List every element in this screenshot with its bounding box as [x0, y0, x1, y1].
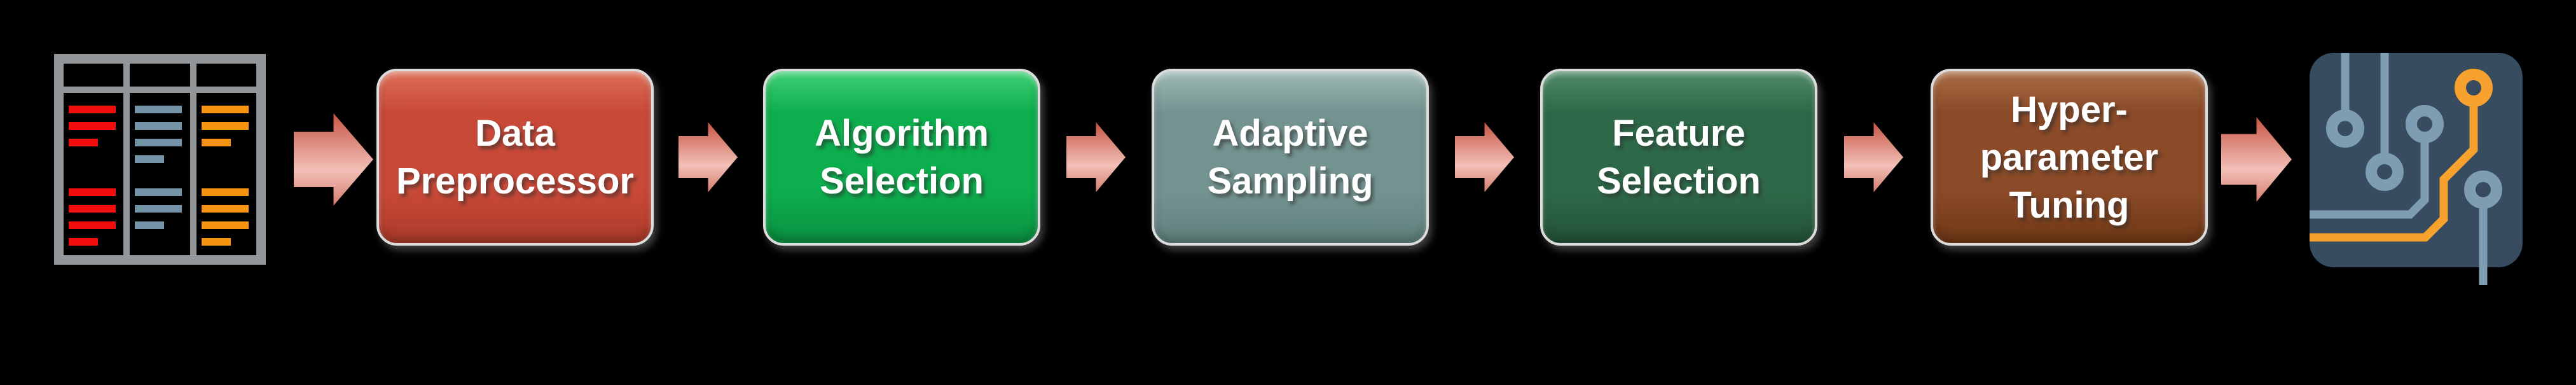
- table-column-red: [64, 93, 124, 255]
- flow-arrow-icon: [1844, 122, 1903, 192]
- circuit-board-icon: [2310, 53, 2523, 285]
- circuit-trace-pads: [2326, 105, 2502, 209]
- flow-arrow-icon: [1455, 122, 1514, 192]
- stage-box-adaptive-sampling: Adaptive Sampling: [1152, 69, 1429, 246]
- stage-label: Adaptive Sampling: [1207, 109, 1373, 205]
- dataset-table-icon: [54, 54, 266, 265]
- flow-arrow-icon: [1066, 122, 1126, 192]
- stage-label-line: Feature: [1612, 113, 1746, 154]
- stage-box-hyperparameter-tuning: Hyper- parameter Tuning: [1931, 69, 2208, 246]
- stage-label-line: Selection: [1597, 160, 1761, 202]
- table-header-cell: [196, 64, 256, 87]
- stage-label-line: Preprocessor: [396, 160, 634, 202]
- stage-box-algorithm-selection: Algorithm Selection: [763, 69, 1040, 246]
- stage-label: Hyper- parameter Tuning: [1980, 86, 2158, 229]
- stage-label-line: parameter: [1980, 136, 2159, 178]
- table-header-cell: [130, 64, 190, 87]
- flow-arrow-icon: [294, 113, 373, 206]
- stage-label-line: Adaptive: [1212, 113, 1368, 154]
- stage-label: Feature Selection: [1597, 109, 1761, 205]
- stage-label-line: Tuning: [2009, 184, 2130, 226]
- stage-label-line: Sampling: [1207, 160, 1374, 202]
- stage-box-data-preprocessor: Data Preprocessor: [376, 69, 654, 246]
- table-header-cell: [64, 64, 124, 87]
- stage-label: Data Preprocessor: [396, 109, 634, 205]
- circuit-traces: [2310, 53, 2488, 285]
- circuit-accent-trace: [2310, 69, 2493, 242]
- stage-label-line: Hyper-: [2011, 88, 2128, 130]
- stage-box-feature-selection: Feature Selection: [1540, 69, 1817, 246]
- table-column-blue: [130, 93, 190, 255]
- stage-label-line: Data: [475, 113, 555, 154]
- flow-arrow-icon: [678, 122, 738, 192]
- table-column-orange: [196, 93, 256, 255]
- stage-label-line: Selection: [820, 160, 984, 202]
- stage-label-line: Algorithm: [815, 113, 989, 154]
- flow-arrow-icon: [2221, 117, 2292, 202]
- stage-label: Algorithm Selection: [815, 109, 989, 205]
